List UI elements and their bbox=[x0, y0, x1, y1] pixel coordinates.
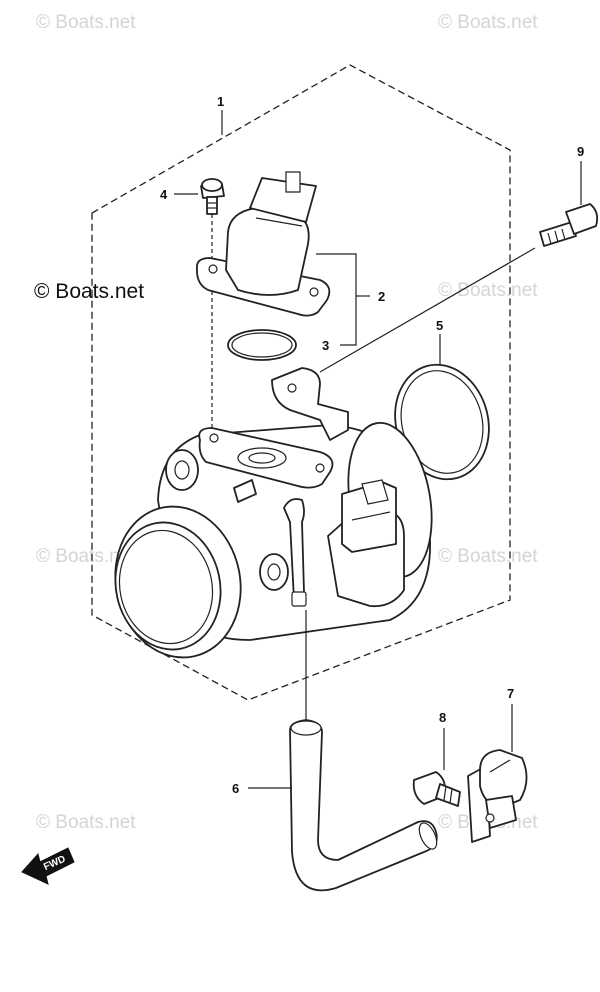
assembly-boundary bbox=[91, 64, 511, 701]
callout-9: 9 bbox=[577, 144, 584, 159]
watermark: © Boats.net bbox=[36, 12, 136, 33]
callout-4: 4 bbox=[160, 187, 168, 202]
watermark: © Boats.net bbox=[438, 12, 538, 33]
callout-7: 7 bbox=[507, 686, 514, 701]
part-2-sensor bbox=[196, 171, 331, 317]
callout-2: 2 bbox=[378, 289, 385, 304]
watermark: © Boats.net bbox=[438, 546, 538, 567]
watermark: © Boats.net bbox=[36, 812, 136, 833]
copyright-label: © Boats.net bbox=[34, 280, 145, 303]
callout-8: 8 bbox=[439, 710, 446, 725]
watermark: © Boats.net bbox=[438, 280, 538, 301]
part-7-clamp bbox=[467, 704, 528, 843]
watermark: © Boats.net bbox=[36, 546, 136, 567]
part-8-bolt bbox=[412, 728, 461, 807]
part-3-o-ring bbox=[227, 329, 297, 361]
fwd-arrow: FWD bbox=[21, 847, 75, 885]
part-6-hose bbox=[248, 719, 438, 892]
callout-1: 1 bbox=[217, 94, 224, 109]
part-9-bolt bbox=[539, 161, 599, 247]
callout-3: 3 bbox=[322, 338, 329, 353]
part-4-screw bbox=[174, 178, 225, 430]
callout-6: 6 bbox=[232, 781, 239, 796]
callout-5: 5 bbox=[436, 318, 443, 333]
part-1-throttle-body bbox=[114, 367, 433, 720]
